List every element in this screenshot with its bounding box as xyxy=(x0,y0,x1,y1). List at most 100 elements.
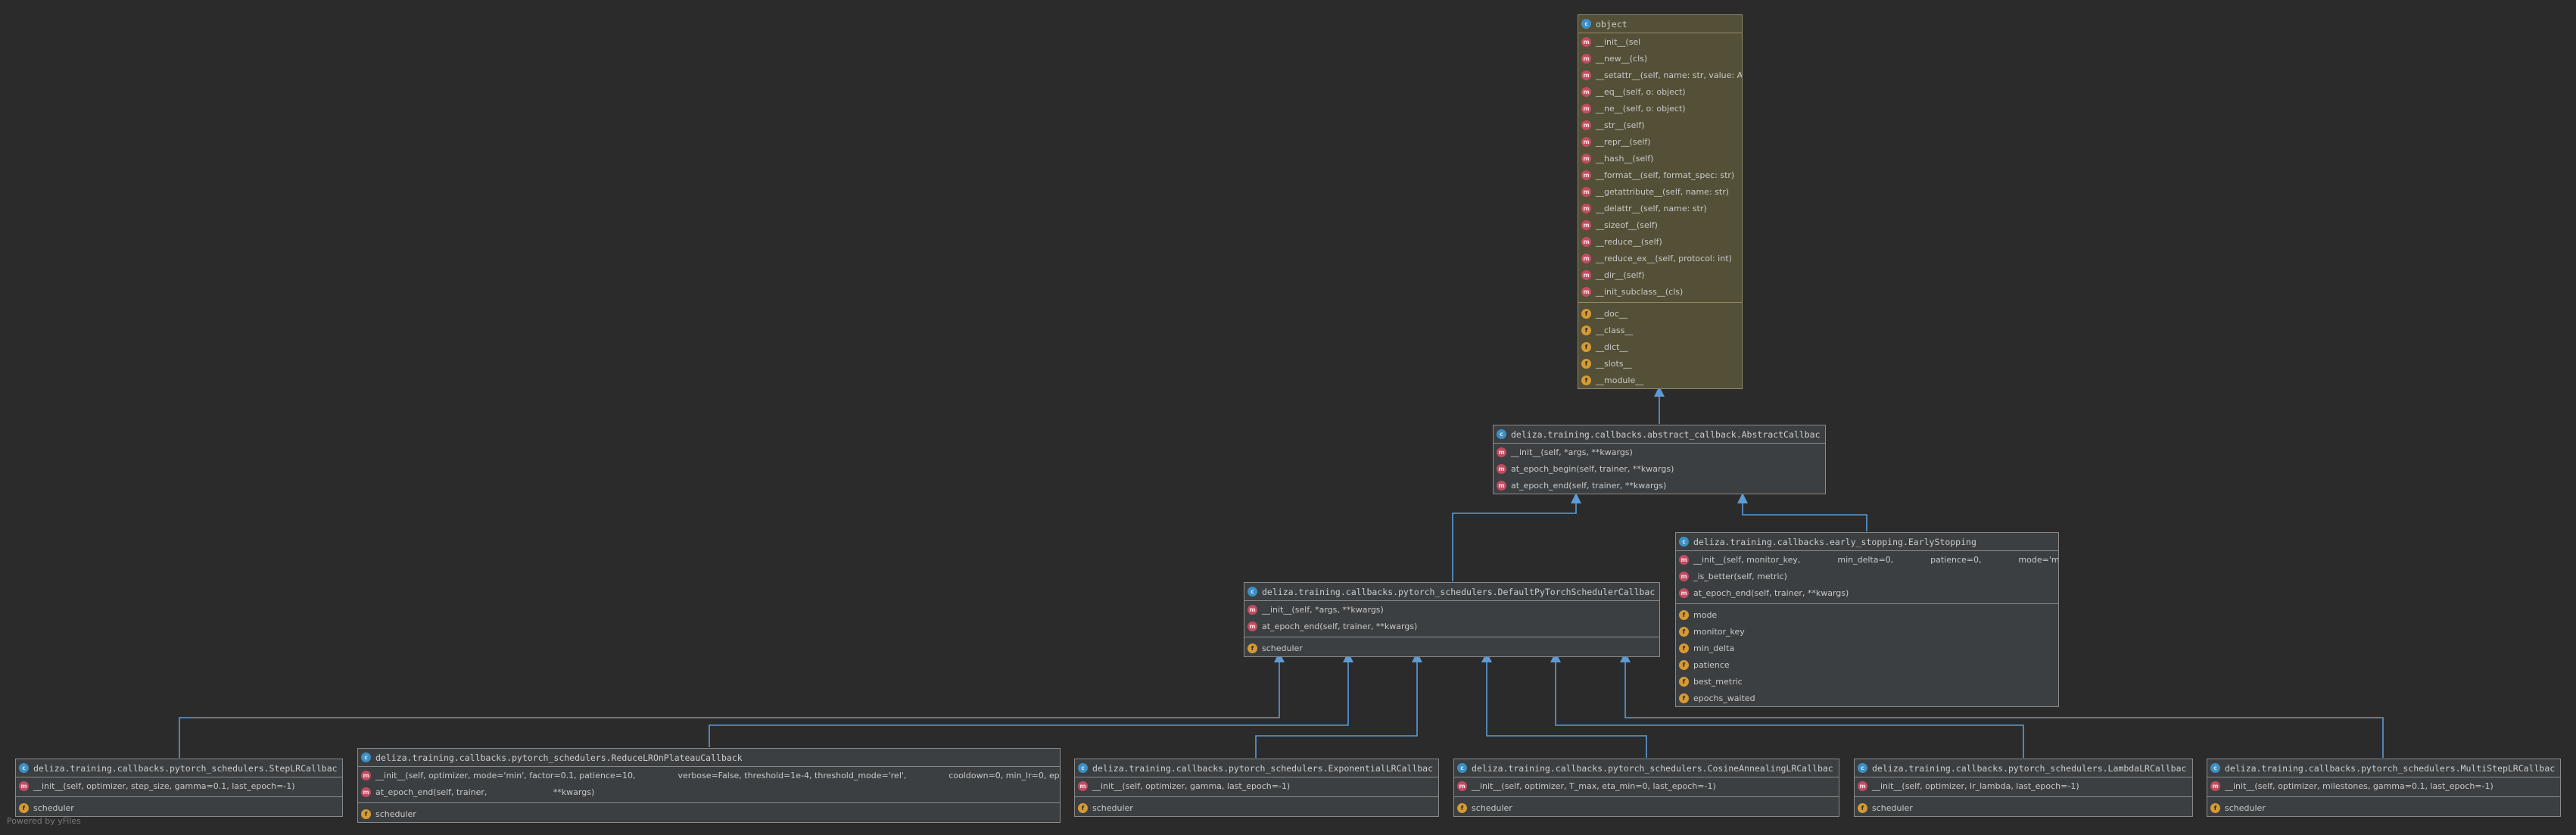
method-row[interactable]: m__delattr__(self, name: str) xyxy=(1578,200,1742,217)
method-row[interactable]: m__reduce_ex__(self, protocol: int) xyxy=(1578,250,1742,266)
method-row[interactable]: m__dir__(self) xyxy=(1578,266,1742,283)
class-icon: c xyxy=(1581,19,1591,29)
method-row[interactable]: m_is_better(self, metric) xyxy=(1676,568,2058,584)
method-icon: m xyxy=(1581,286,1591,297)
method-row[interactable]: m__ne__(self, o: object) xyxy=(1578,100,1742,117)
field-name: scheduler xyxy=(1472,802,1512,813)
field-name: __module__ xyxy=(1596,375,1644,385)
method-signature: at_epoch_begin(self, trainer, **kwargs) xyxy=(1511,463,1674,474)
method-row[interactable]: m__hash__(self) xyxy=(1578,150,1742,167)
method-row[interactable]: m__init__(self, *args, **kwargs) xyxy=(1494,444,1825,460)
method-row[interactable]: m__reduce__(self) xyxy=(1578,233,1742,250)
footer-watermark: Powered by yFiles xyxy=(7,816,81,826)
method-icon: m xyxy=(1581,220,1591,230)
field-name: scheduler xyxy=(1092,802,1133,813)
method-row[interactable]: m__format__(self, format_spec: str) xyxy=(1578,167,1742,183)
method-row[interactable]: m__setattr__(self, name: str, value: Any… xyxy=(1578,67,1742,83)
method-signature: __init__(self, optimizer, lr_lambda, las… xyxy=(1872,780,2079,791)
field-row[interactable]: f__module__ xyxy=(1578,372,1742,388)
method-row[interactable]: m__sizeof__(self) xyxy=(1578,217,1742,233)
class-name: deliza.training.callbacks.pytorch_schedu… xyxy=(2225,762,2556,774)
class-name: deliza.training.callbacks.early_stopping… xyxy=(1693,536,1976,547)
method-signature: at_epoch_end(self, trainer, **kwargs) xyxy=(1262,621,1418,631)
method-signature: __str__(self) xyxy=(1596,120,1645,130)
method-signature: __new__(cls) xyxy=(1596,53,1648,64)
method-row[interactable]: m__repr__(self) xyxy=(1578,133,1742,150)
method-signature: __init__(self, optimizer, gamma, last_ep… xyxy=(1092,780,1291,791)
method-row[interactable]: m__init__(self, *args, **kwargs) xyxy=(1244,601,1659,618)
field-row[interactable]: f__dict__ xyxy=(1578,338,1742,355)
method-row[interactable]: m__getattribute__(self, name: str) xyxy=(1578,183,1742,200)
method-signature: __init__(self, *args, **kwargs) xyxy=(1262,604,1384,615)
method-row[interactable]: m__eq__(self, o: object) xyxy=(1578,83,1742,100)
field-icon: f xyxy=(1581,308,1591,319)
field-row[interactable]: f__doc__ xyxy=(1578,302,1742,322)
method-row[interactable]: m__init__(self, optimizer, T_max, eta_mi… xyxy=(1454,777,1839,794)
field-icon: f xyxy=(2210,802,2220,813)
method-signature: at_epoch_end(self, trainer, **kwargs) xyxy=(1511,480,1667,491)
method-row[interactable]: m__init__(self, optimizer, gamma, last_e… xyxy=(1075,777,1438,794)
method-row[interactable]: m__init__(self, optimizer, lr_lambda, la… xyxy=(1855,777,2192,794)
edge-lambda-to-default xyxy=(1555,653,2024,758)
field-row[interactable]: f__class__ xyxy=(1578,322,1742,338)
method-row[interactable]: m__init__(self, optimizer, milestones, g… xyxy=(2207,777,2560,794)
field-name: scheduler xyxy=(1872,802,1913,813)
class-name: deliza.training.callbacks.pytorch_schedu… xyxy=(1872,762,2187,774)
method-icon: m xyxy=(1581,103,1591,114)
method-row[interactable]: m__init_subclass__(cls) xyxy=(1578,283,1742,300)
method-row[interactable]: m__init__(self, optimizer, mode='min', f… xyxy=(358,767,1060,784)
field-icon: f xyxy=(1581,325,1591,335)
method-row[interactable]: m__init__(sel xyxy=(1578,33,1742,50)
class-name: deliza.training.callbacks.pytorch_schedu… xyxy=(375,752,743,763)
method-row[interactable]: m__init__(self, optimizer, step_size, ga… xyxy=(16,777,342,794)
field-name: monitor_key xyxy=(1693,626,1745,637)
method-row[interactable]: m__init__(self, monitor_key, min_delta=0… xyxy=(1676,551,2058,568)
method-signature: __init__(self, *args, **kwargs) xyxy=(1511,447,1633,457)
method-row[interactable]: m__new__(cls) xyxy=(1578,50,1742,67)
method-row[interactable]: m__str__(self) xyxy=(1578,117,1742,133)
field-name: __dict__ xyxy=(1596,341,1628,352)
class-icon: c xyxy=(1078,763,1088,773)
class-name: deliza.training.callbacks.pytorch_schedu… xyxy=(1262,586,1656,597)
field-row[interactable]: f__slots__ xyxy=(1578,355,1742,372)
class-icon: c xyxy=(19,763,29,773)
